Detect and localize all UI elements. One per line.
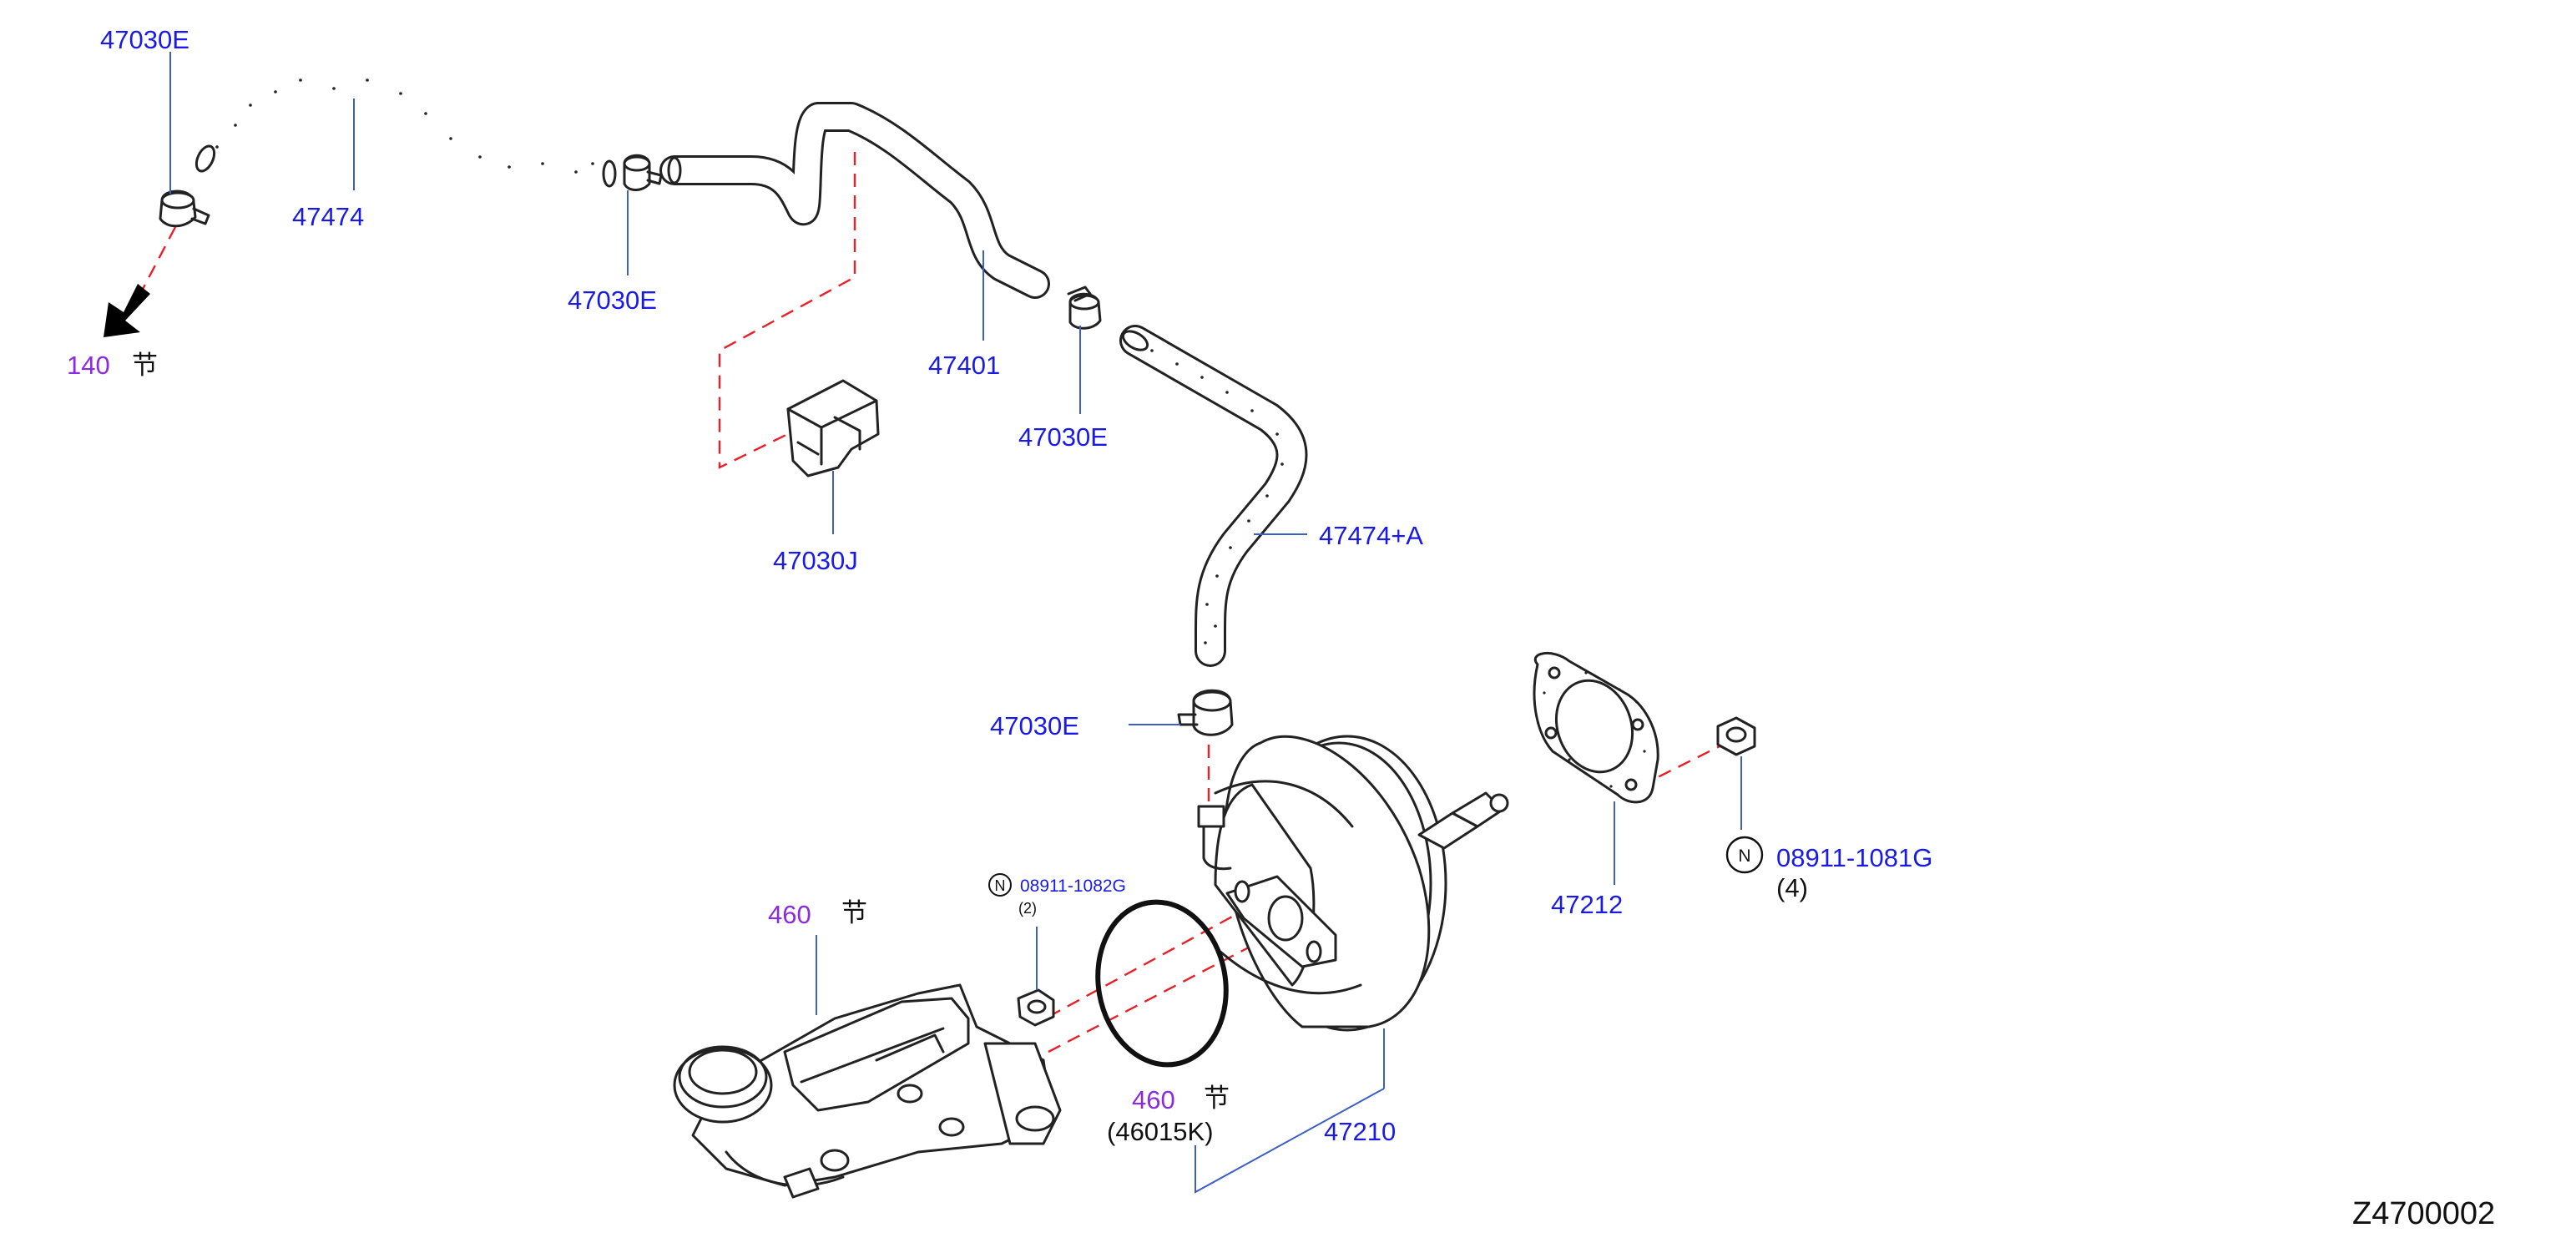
label-nut-small[interactable]: 08911-1082G xyxy=(1020,877,1126,896)
label-clamp-right[interactable]: 47030E xyxy=(1018,422,1108,452)
section-ref-460-top[interactable]: 460 节 xyxy=(768,898,867,929)
hose-47474[interactable] xyxy=(188,71,622,188)
label-gasket[interactable]: 47212 xyxy=(1551,890,1623,919)
nut-symbol-icon: N xyxy=(1725,836,1764,874)
arrow-down-left-icon xyxy=(104,284,150,337)
diagram-code: Z4700002 xyxy=(2352,1196,2495,1231)
nut-08911-1081g[interactable] xyxy=(1716,716,1756,756)
master-cylinder-460[interactable] xyxy=(673,983,1062,1199)
clamp-47030e-lower[interactable] xyxy=(1177,689,1234,736)
nut-symbol-icon: N xyxy=(988,873,1012,897)
svg-text:N: N xyxy=(1738,846,1750,866)
nut-08911-1082g[interactable] xyxy=(1017,988,1055,1027)
label-nut-large[interactable]: 08911-1081G xyxy=(1776,843,1932,872)
label-clip[interactable]: 47030J xyxy=(773,546,858,575)
label-booster[interactable]: 47210 xyxy=(1324,1117,1396,1146)
clip-47030j[interactable] xyxy=(786,379,880,477)
label-nut-large-qty: (4) xyxy=(1776,873,1808,902)
svg-text:140: 140 xyxy=(67,351,110,380)
hose-47474-a[interactable] xyxy=(1119,325,1308,667)
tube-47401[interactable] xyxy=(659,102,1050,299)
clamp-47030e-right[interactable] xyxy=(1067,285,1102,330)
svg-text:节: 节 xyxy=(1204,1084,1230,1114)
svg-text:N: N xyxy=(995,877,1006,894)
brake-booster-47210[interactable] xyxy=(1197,735,1509,1032)
section-ref-460-bottom[interactable]: 460 节 (46015K) xyxy=(1107,1084,1230,1146)
svg-text:节: 节 xyxy=(841,898,867,928)
leader-lines xyxy=(169,52,1742,1194)
svg-text:(46015K): (46015K) xyxy=(1107,1117,1214,1146)
clamp-47030e-upper-mid[interactable] xyxy=(623,154,663,191)
svg-text:460: 460 xyxy=(1132,1085,1175,1114)
label-tube-mid[interactable]: 47401 xyxy=(928,351,1000,380)
svg-text:460: 460 xyxy=(768,900,811,929)
o-ring-46015k[interactable] xyxy=(1085,892,1239,1074)
label-nut-small-qty: (2) xyxy=(1018,900,1037,917)
label-clamp-upper-mid[interactable]: 47030E xyxy=(568,285,657,315)
label-clamp-lower[interactable]: 47030E xyxy=(990,711,1079,740)
gasket-47212[interactable] xyxy=(1533,651,1659,804)
svg-text:节: 节 xyxy=(132,351,158,381)
part-labels: 47030E 47474 47030E 47401 47030E 47030J … xyxy=(100,25,1932,1146)
label-clamp-top-left[interactable]: 47030E xyxy=(100,25,189,54)
label-hose-right[interactable]: 47474+A xyxy=(1319,521,1423,550)
section-ref-140[interactable]: 140 节 xyxy=(67,351,158,381)
label-hose-top[interactable]: 47474 xyxy=(292,202,364,231)
clamp-47030e-top-left[interactable] xyxy=(159,189,210,228)
assembly-dashed-lines xyxy=(139,152,1727,1054)
